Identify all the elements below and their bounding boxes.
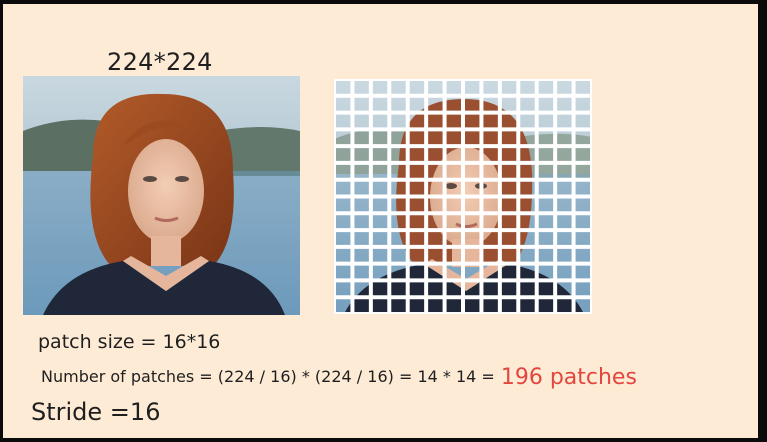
patch-grid-lines — [334, 79, 592, 314]
stride-text: Stride =16 — [31, 398, 161, 426]
image-size-title: 224*224 — [107, 48, 213, 76]
patch-size-text: patch size = 16*16 — [38, 331, 221, 353]
num-patches-formula: Number of patches = (224 / 16) * (224 / … — [41, 367, 495, 386]
num-patches-text: Number of patches = (224 / 16) * (224 / … — [41, 365, 637, 390]
portrait-photo — [23, 76, 300, 315]
num-patches-highlight: 196 patches — [500, 365, 637, 390]
slide: 224*224 — [3, 4, 758, 438]
patched-portrait-photo — [334, 79, 592, 314]
